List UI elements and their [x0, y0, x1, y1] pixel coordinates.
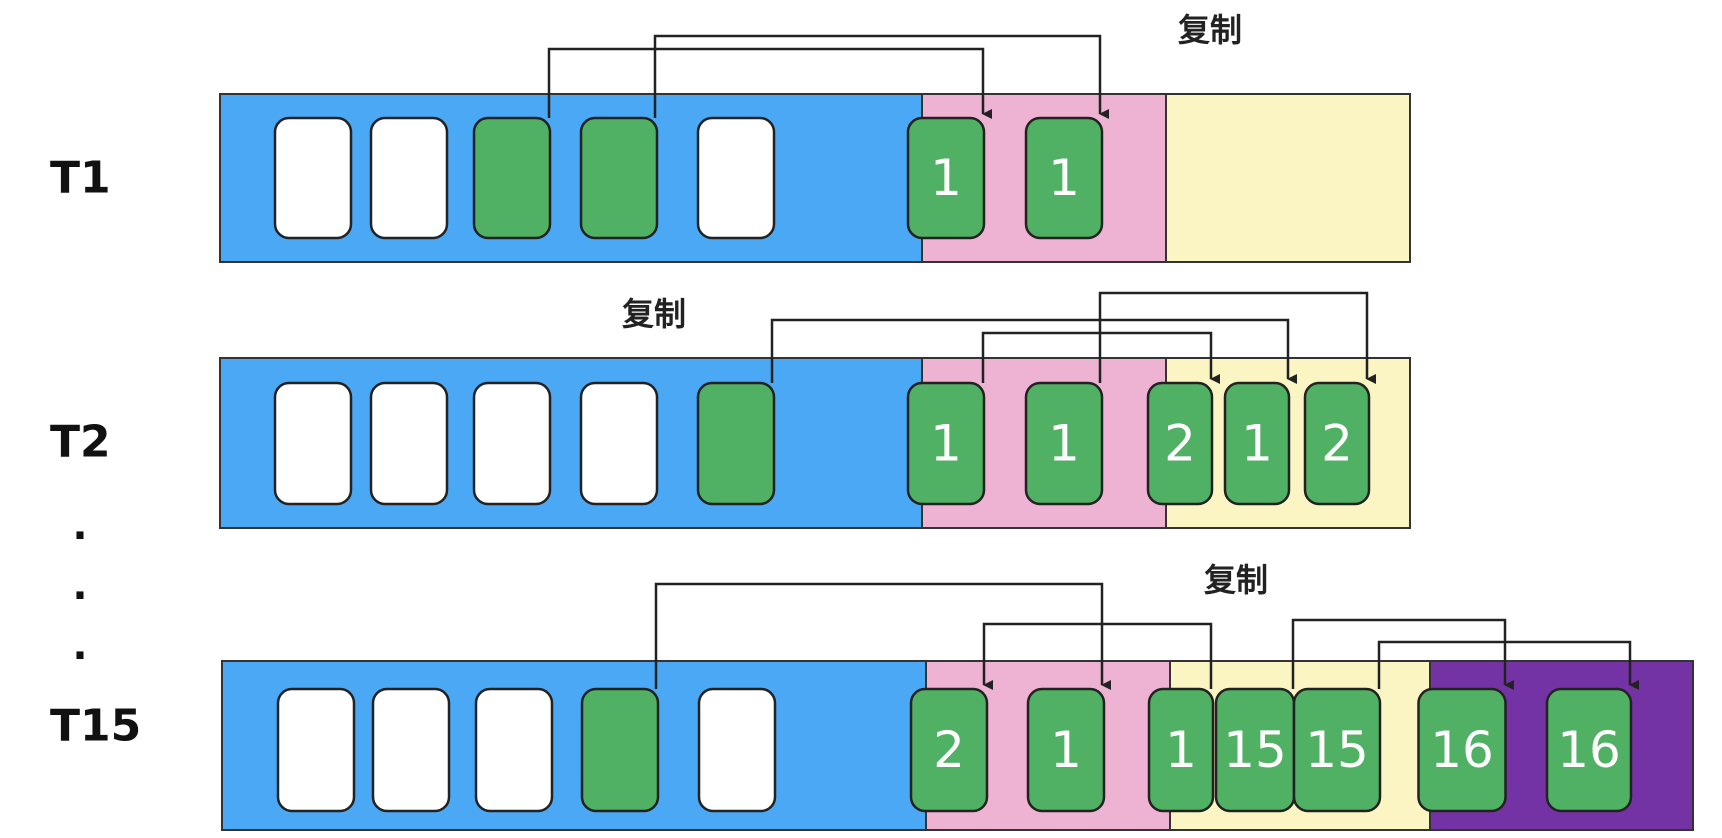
live-object	[579, 116, 659, 240]
object-age-label: 16	[1430, 721, 1494, 779]
row-label: T15	[50, 701, 141, 752]
live-object: 1	[906, 381, 986, 506]
object-box	[1417, 687, 1507, 813]
copy-label-t15: 复制	[1204, 561, 1268, 599]
object-age-label: 2	[1321, 415, 1353, 473]
heap-row-t1: T1 1 1	[50, 93, 1411, 263]
object-age-label: 15	[1305, 721, 1369, 779]
empty-object	[369, 116, 449, 240]
copy-arrow	[653, 34, 1109, 119]
object-age-label: 1	[1048, 415, 1080, 473]
object-age-label: 1	[1050, 721, 1082, 779]
copy-arrow	[1377, 640, 1639, 690]
live-object: 1	[1026, 687, 1106, 813]
object-box	[1223, 381, 1291, 506]
live-object: 1	[1024, 116, 1104, 240]
object-box	[906, 381, 986, 506]
object-box	[369, 381, 449, 506]
live-object	[696, 381, 776, 506]
object-box	[276, 687, 356, 813]
empty-object	[273, 116, 353, 240]
object-box	[472, 381, 552, 506]
object-box	[1024, 381, 1104, 506]
object-age-label: 1	[1165, 721, 1197, 779]
object-box	[579, 381, 659, 506]
object-box	[371, 687, 451, 813]
object-box	[474, 687, 554, 813]
empty-object	[472, 381, 552, 506]
object-age-label: 1	[1241, 415, 1273, 473]
object-box	[1024, 116, 1104, 240]
row-label: T1	[50, 153, 111, 204]
object-box	[1146, 381, 1214, 506]
object-box	[1545, 687, 1633, 813]
object-age-label: 2	[1164, 415, 1196, 473]
ellipsis-dot: .	[72, 563, 87, 609]
empty-object	[276, 687, 356, 813]
copy-arrow	[1098, 291, 1376, 384]
live-object: 2	[909, 687, 989, 813]
object-age-label: 15	[1223, 721, 1287, 779]
object-box	[273, 381, 353, 506]
object-box	[696, 381, 776, 506]
object-box	[369, 116, 449, 240]
object-age-label: 1	[1048, 149, 1080, 207]
object-age-label: 2	[933, 721, 965, 779]
object-age-label: 1	[930, 149, 962, 207]
empty-object	[371, 687, 451, 813]
object-age-label: 1	[930, 415, 962, 473]
live-object: 2	[1303, 381, 1371, 506]
ellipsis-dot: .	[72, 503, 87, 549]
live-object: 15	[1292, 687, 1382, 813]
copy-label-t1: 复制	[1178, 11, 1242, 49]
live-object: 15	[1214, 687, 1296, 813]
live-object	[580, 687, 660, 813]
copy-label-t2: 复制	[622, 295, 686, 333]
row-label: T2	[50, 417, 111, 468]
object-box	[1292, 687, 1382, 813]
copy-arrow	[981, 331, 1220, 384]
live-object	[472, 116, 552, 240]
copy-arrow	[1291, 618, 1514, 690]
object-box	[906, 116, 986, 240]
copy-arrow	[770, 318, 1297, 384]
live-object: 1	[1147, 687, 1215, 813]
object-box	[472, 116, 552, 240]
object-box	[1303, 381, 1371, 506]
empty-object	[696, 116, 776, 240]
object-box	[579, 116, 659, 240]
object-box	[696, 116, 776, 240]
object-box	[580, 687, 660, 813]
copy-arrow	[982, 622, 1213, 690]
empty-object	[369, 381, 449, 506]
live-object: 1	[906, 116, 986, 240]
live-object: 2	[1146, 381, 1214, 506]
object-box	[697, 687, 777, 813]
live-object: 16	[1545, 687, 1633, 813]
object-box	[909, 687, 989, 813]
copy-arrow	[547, 47, 992, 119]
live-object: 16	[1417, 687, 1507, 813]
empty-object	[697, 687, 777, 813]
empty-object	[273, 381, 353, 506]
live-object: 1	[1223, 381, 1291, 506]
ellipsis-dot: .	[72, 623, 87, 669]
empty-object	[579, 381, 659, 506]
heap-row-t15: T15 2 1 1 15 15 16 16	[50, 660, 1694, 831]
empty-object	[474, 687, 554, 813]
object-box	[1026, 687, 1106, 813]
live-object: 1	[1024, 381, 1104, 506]
object-box	[1147, 687, 1215, 813]
object-age-label: 16	[1557, 721, 1621, 779]
object-box	[273, 116, 353, 240]
survivor-to-region	[1165, 93, 1411, 263]
copy-arrow	[654, 582, 1111, 690]
